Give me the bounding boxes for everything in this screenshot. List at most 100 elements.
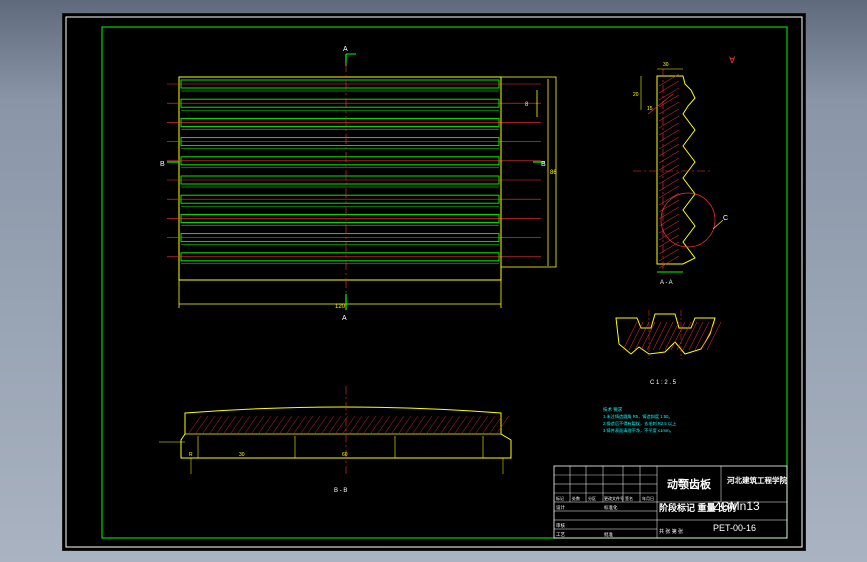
hatch-line	[706, 321, 722, 351]
hatch-line	[363, 415, 377, 434]
hatch-line	[658, 150, 680, 164]
designer-label: 设计	[556, 504, 565, 511]
hatch-line	[658, 234, 680, 248]
hatch-line	[419, 415, 433, 434]
hatch-line	[307, 415, 321, 434]
hatch-line	[356, 415, 370, 434]
hatch-line	[237, 415, 251, 434]
hatch-line	[412, 415, 426, 434]
hatch-line	[658, 227, 680, 241]
hatch-line	[658, 108, 680, 122]
hatch-line	[658, 206, 680, 220]
tech-req-line-3: 2.锻造后不得有裂纹，去毛刺 R2.5 以上	[603, 420, 676, 427]
material-label: ZGMn13	[713, 499, 760, 513]
dim-height-label: 86	[550, 170, 557, 176]
hatch-line	[370, 415, 384, 434]
hatch-line	[258, 415, 272, 434]
hatch-line	[676, 321, 692, 351]
roughness-symbol: ∀	[729, 55, 736, 65]
hatch-line	[658, 213, 680, 227]
section-aa-view: C 30 20 15 A - A ∀	[633, 55, 736, 286]
hatch-line	[658, 157, 680, 171]
review-label: 审核	[556, 522, 565, 529]
hatch-line	[209, 415, 223, 434]
detail-c-mark: C	[723, 215, 728, 222]
hatch-line	[440, 415, 454, 434]
plan-view: 8 86 120 A A B B	[160, 46, 557, 322]
row-label-date: 年月日	[642, 495, 654, 501]
hatch-line	[426, 415, 440, 434]
stage-labels: 阶段标记 重量 比例	[659, 502, 736, 513]
hatch-line	[658, 115, 680, 129]
hatch-line	[658, 101, 680, 115]
hatch-line	[658, 143, 680, 157]
hatch-line	[658, 80, 680, 94]
dim-aa-top: 30	[663, 62, 669, 68]
hatch-line	[328, 415, 342, 434]
hatch-line	[265, 415, 279, 434]
hatch-line	[195, 415, 209, 434]
hatch-line	[658, 192, 680, 206]
detail-c-view: C 1 : 2 . 5	[615, 310, 722, 386]
hatch-line	[468, 415, 482, 434]
hatch-line	[658, 248, 680, 262]
hatch-line	[634, 321, 650, 351]
tech-req-line-2: 1.未注铸造圆角 R5，铸造斜度 1:50。	[603, 413, 673, 420]
part-name: 动颚齿板	[667, 477, 712, 491]
institution-name: 河北建筑工程学院	[727, 475, 787, 485]
hatch-line	[279, 415, 293, 434]
detail-c-caption: C 1 : 2 . 5	[650, 380, 677, 386]
dim-aa-angle: 15	[647, 106, 653, 112]
dim-bb-a: 30	[239, 452, 245, 458]
hatch-line	[646, 321, 662, 351]
hatch-line	[482, 415, 496, 434]
dim-bb-b: 60	[342, 452, 348, 458]
row-label-count: 处数	[572, 495, 580, 501]
hatch-line	[251, 415, 265, 434]
hatch-line	[391, 415, 405, 434]
outer-frame	[65, 16, 803, 548]
row-label-mark: 标记	[556, 495, 564, 501]
hatch-line	[384, 415, 398, 434]
hatch-line	[628, 321, 644, 351]
approve-label: 批准	[604, 531, 613, 538]
sheet-info: 共 张 第 张	[659, 528, 683, 535]
hatch-line	[664, 321, 680, 351]
hatch-line	[223, 415, 237, 434]
hatch-line	[188, 415, 202, 434]
hatch-line	[658, 255, 680, 269]
tech-req-line-1: 技术 要求	[603, 406, 623, 413]
hatch-line	[216, 415, 230, 434]
hatch-line	[694, 321, 710, 351]
hatch-line	[475, 415, 489, 434]
section-mark-a-top: A	[343, 46, 348, 53]
hatch-line	[314, 415, 328, 434]
section-mark-b-left: B	[160, 161, 165, 168]
section-mark-a-bottom: A	[342, 315, 347, 322]
dim-aa-side: 20	[633, 92, 639, 98]
hatch-line	[658, 129, 680, 143]
hatch-line	[658, 122, 680, 136]
view-aa-caption: A - A	[660, 280, 673, 286]
hatch-line	[230, 415, 244, 434]
drawing-number: PET-00-16	[713, 523, 756, 533]
section-mark-b-right: B	[541, 161, 546, 168]
hatch-line	[286, 415, 300, 434]
hatch-line	[658, 136, 680, 150]
hatch-line	[658, 199, 680, 213]
section-bb-view: 30 60 R B - B	[159, 386, 512, 494]
hatch-line	[658, 185, 680, 199]
drawing-sheet: 8 86 120 A A B B C 30 20 15	[62, 13, 806, 551]
hatch-line	[700, 321, 716, 351]
hatch-line	[447, 415, 461, 434]
row-label-signature: 签名	[625, 495, 633, 501]
hatch-line	[398, 415, 412, 434]
drawing-border	[101, 26, 788, 539]
hatch-line	[202, 415, 216, 434]
hatch-line	[496, 415, 510, 434]
hatch-line	[461, 415, 475, 434]
hatch-line	[658, 178, 680, 192]
detail-c-circle	[660, 192, 716, 248]
hatch-line	[405, 415, 419, 434]
hatch-line	[652, 321, 668, 351]
